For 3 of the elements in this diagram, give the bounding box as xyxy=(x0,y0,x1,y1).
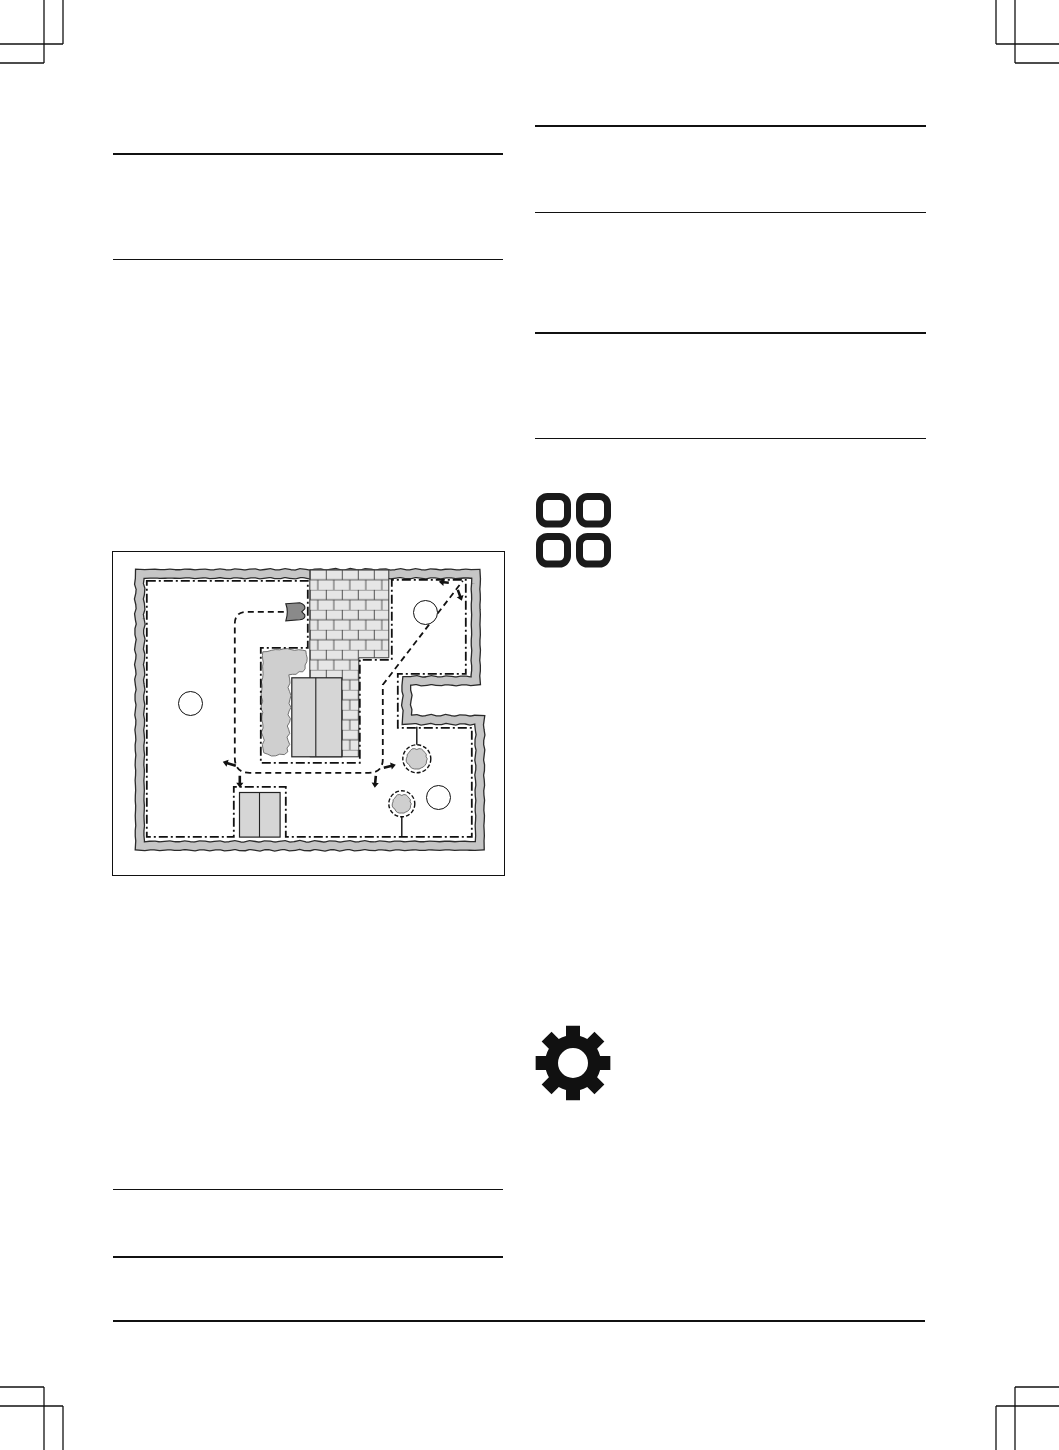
callout-circle xyxy=(425,785,451,811)
callout-circle xyxy=(412,599,438,625)
callout-circle xyxy=(178,690,204,716)
